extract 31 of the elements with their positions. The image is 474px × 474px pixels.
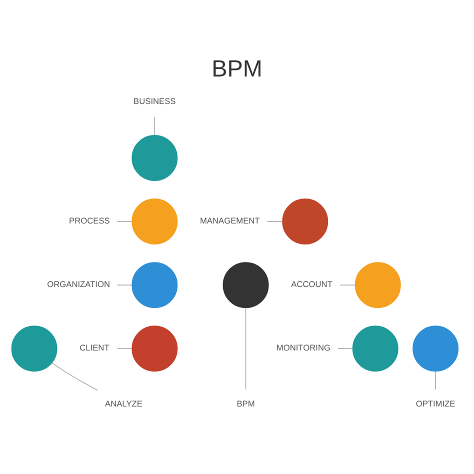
node-circle [282, 198, 328, 245]
node-circle [132, 262, 178, 308]
connector [340, 284, 356, 286]
node-circle [132, 326, 178, 372]
connector [116, 284, 132, 286]
node-text: BPM [236, 398, 255, 409]
node-text: PROCESS [69, 216, 110, 226]
node-circle [222, 262, 269, 308]
connector [245, 307, 246, 390]
connector [52, 362, 98, 391]
node-text: CLIENT [80, 342, 110, 353]
node-circle [132, 198, 178, 245]
node-circle [352, 326, 398, 372]
node-text: ANALYZE [105, 398, 142, 409]
node-text: OPTIMIZE [416, 398, 456, 409]
node-circle [354, 262, 401, 308]
connector [116, 221, 132, 222]
node-text: ACCOUNT [291, 279, 332, 290]
node-text: MONITORING [276, 342, 331, 353]
connector [435, 370, 436, 390]
node-text: ORGANIZATION [47, 279, 110, 290]
diagram-title: BPM [212, 55, 262, 82]
connector [266, 221, 283, 222]
node-text: BUSINESS [134, 96, 176, 106]
node-circle [11, 326, 58, 372]
connector [154, 116, 156, 136]
node-circle [132, 135, 178, 181]
node-circle [412, 326, 459, 372]
connector [338, 348, 353, 350]
node-text: MANAGEMENT [200, 216, 260, 226]
connector [116, 348, 132, 350]
